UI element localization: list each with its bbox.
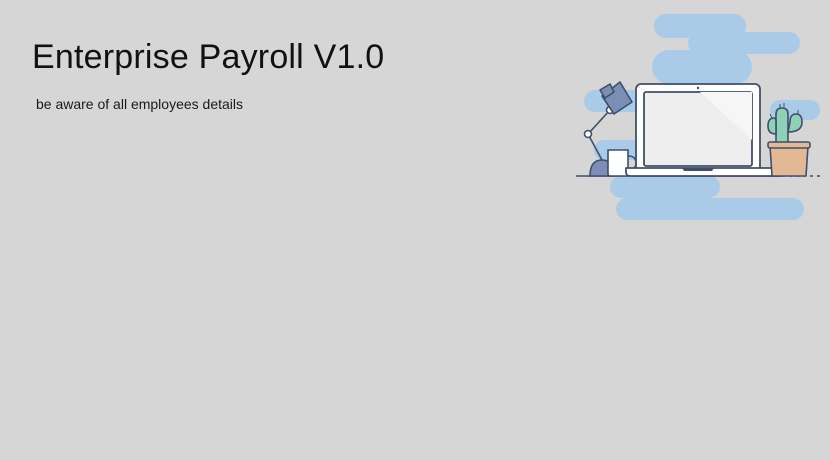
page-subtitle: be aware of all employees details bbox=[36, 96, 244, 112]
cactus-plant-icon bbox=[767, 103, 811, 177]
page-title: Enterprise Payroll V1.0 bbox=[32, 38, 385, 76]
workspace-laptop-illustration bbox=[576, 14, 822, 220]
desk-lamp-icon bbox=[583, 81, 633, 177]
laptop-icon bbox=[625, 83, 785, 177]
